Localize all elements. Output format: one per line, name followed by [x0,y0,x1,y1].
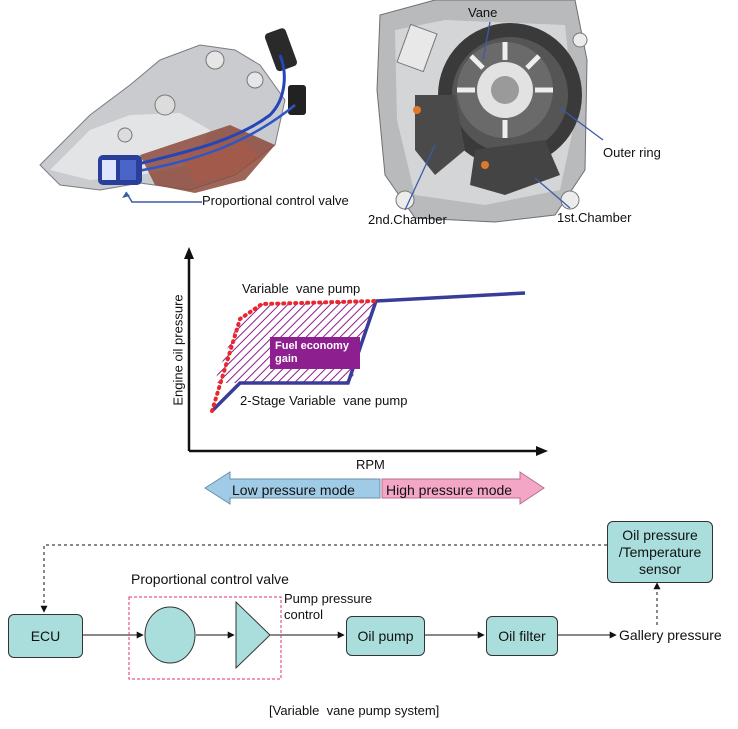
outer-ring-label: Outer ring [603,145,661,160]
variable-pump-line [210,299,378,413]
fuel-economy-gain-label: Fuel economy gain [270,337,360,369]
valve-triangle [235,600,271,670]
variable-pump-legend: Variable vane pump [242,281,361,296]
sensor-line3: sensor [638,560,682,577]
valve-group-label: Proportional control valve [131,571,289,587]
second-chamber-label: 2nd.Chamber [368,212,447,227]
photo-pointer-lines [404,21,604,211]
first-chamber-label: 1st.Chamber [557,210,632,225]
pump-photo-right [376,0,588,223]
gallery-pressure-label: Gallery pressure [619,627,722,643]
valve-pointer-arrow [122,191,202,203]
valve-group-box [128,596,282,680]
x-axis-label: RPM [356,457,385,472]
vane-label: Vane [468,5,498,20]
sensor-line1: Oil pressure [622,526,698,543]
oil-pump-box: Oil pump [346,616,425,656]
sensor-box: Oil pressure /Temperature sensor [607,521,713,583]
valve-circle [144,606,196,664]
high-pressure-arrow [381,471,545,505]
low-pressure-mode-label: Low pressure mode [232,482,355,498]
two-stage-pump-line [210,291,526,413]
pump-pressure-label-line2: control [284,607,324,622]
pump-photo-left [39,28,306,193]
sensor-line2: /Temperature [618,543,702,560]
high-pressure-mode-label: High pressure mode [386,482,513,498]
pump-pressure-label-line1: Pump pressure [284,591,373,606]
oil-filter-box: Oil filter [486,616,558,656]
two-stage-pump-legend: 2-Stage Variable vane pump [240,393,408,408]
ecu-box: ECU [8,614,83,658]
proportional-valve-photo-label: Proportional control valve [202,193,349,208]
low-pressure-arrow [204,471,381,505]
diagram-caption: [Variable vane pump system] [269,703,440,718]
